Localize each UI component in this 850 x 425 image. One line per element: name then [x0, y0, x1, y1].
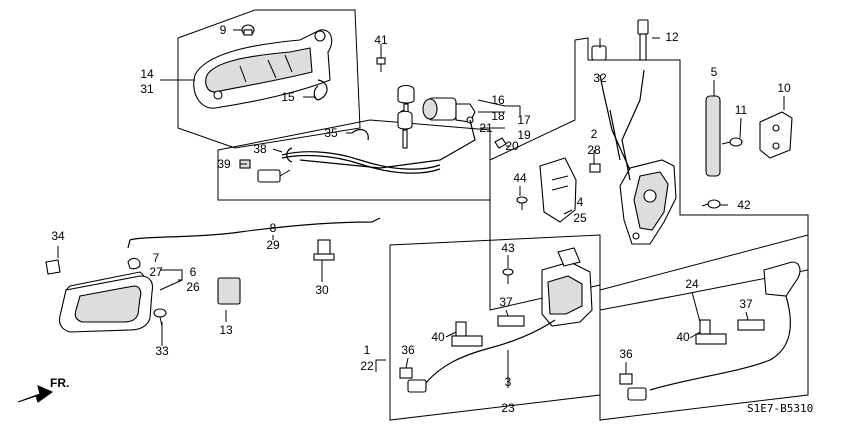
- frame-actuator-kit: [599, 234, 809, 421]
- part-20-clip: [494, 137, 507, 149]
- part-43-screw: [502, 268, 514, 284]
- callout-p27: 27: [149, 265, 163, 279]
- part-5-pad: [705, 95, 721, 177]
- part-2-clip: [589, 163, 601, 173]
- callout-p12: 12: [665, 30, 679, 44]
- inner-handle: [58, 271, 154, 333]
- callout-p35: 35: [324, 126, 338, 140]
- callout-p29: 29: [266, 238, 280, 252]
- part-35-clip: [351, 128, 369, 141]
- kit-harness: [649, 295, 791, 391]
- callout-p32: 32: [593, 71, 607, 85]
- callout-p11: 11: [735, 103, 748, 117]
- callout-p36b: 36: [619, 347, 633, 361]
- callout-p37b: 37: [739, 297, 753, 311]
- callout-p31: 31: [140, 82, 154, 96]
- callout-p36a: 36: [401, 343, 415, 357]
- callout-p39: 39: [217, 157, 231, 171]
- part-27-clip: [127, 257, 141, 270]
- part-42-bolt: [701, 199, 721, 209]
- part-36-clip-b: [619, 373, 633, 385]
- lock-actuator: [541, 247, 593, 327]
- actuator-kit: [763, 261, 801, 297]
- callout-p8: 8: [270, 221, 277, 235]
- part-40-clip-b: [695, 319, 727, 345]
- callout-p1: 1: [364, 343, 371, 357]
- part-36-clip-a: [399, 367, 413, 379]
- part-37-clip-b: [737, 319, 765, 331]
- callout-p25: 25: [573, 211, 587, 225]
- part-41-bolt: [376, 50, 386, 72]
- frame-outer-handle: [177, 9, 361, 149]
- part-34-clip: [45, 259, 61, 275]
- part-4-protector: [539, 157, 577, 223]
- callout-p33: 33: [155, 344, 169, 358]
- callout-p41: 41: [374, 33, 388, 47]
- callout-p42: 42: [737, 198, 751, 212]
- leader-lines: [57, 29, 785, 388]
- part-9-nut: [241, 24, 255, 36]
- actuator-harness: [424, 319, 556, 385]
- callout-p10: 10: [777, 81, 791, 95]
- callout-p18: 18: [491, 109, 505, 123]
- callout-p28: 28: [587, 143, 601, 157]
- callout-p37a: 37: [499, 295, 513, 309]
- part-13-cap: [217, 277, 241, 305]
- outer-handle: [193, 29, 333, 109]
- callout-p26: 26: [186, 280, 200, 294]
- part-32-knob: [591, 45, 607, 61]
- callout-p23: 23: [501, 401, 515, 415]
- callout-p21: 21: [479, 121, 493, 135]
- part-40-clip-a: [451, 321, 483, 347]
- callout-p40a: 40: [431, 330, 445, 344]
- lock-rods: [599, 69, 645, 181]
- kit-connector: [627, 387, 647, 401]
- part-15-clip: [313, 79, 328, 101]
- callout-p9: 9: [220, 23, 227, 37]
- callout-p14: 14: [140, 67, 154, 81]
- part-33-screw: [153, 308, 167, 327]
- part-44-screw: [516, 196, 528, 210]
- callout-p22: 22: [360, 359, 374, 373]
- callout-p30: 30: [315, 283, 329, 297]
- callout-p38: 38: [253, 142, 267, 156]
- callout-p44: 44: [513, 171, 527, 185]
- part-8-rod: [127, 217, 381, 249]
- callout-p43: 43: [501, 241, 515, 255]
- callout-p15: 15: [281, 90, 295, 104]
- callout-p40b: 40: [676, 330, 690, 344]
- callout-p5: 5: [711, 65, 718, 79]
- actuator-connector: [407, 379, 427, 393]
- callout-p6: 6: [190, 265, 197, 279]
- door-lock: [619, 159, 677, 245]
- diagram-code: S1E7-B5310: [747, 402, 813, 415]
- callout-p3: 3: [505, 375, 512, 389]
- front-direction-arrow: [17, 385, 54, 403]
- callout-p34: 34: [51, 229, 65, 243]
- front-direction-label: FR.: [50, 376, 69, 390]
- callout-p7: 7: [153, 251, 160, 265]
- callout-p4: 4: [577, 195, 584, 209]
- outer-handle-cable: [257, 147, 441, 183]
- callout-p2: 2: [591, 127, 598, 141]
- part-12-knob: [637, 19, 649, 61]
- callout-p20: 20: [505, 139, 519, 153]
- part-37-clip-a: [497, 315, 525, 327]
- callout-p17: 17: [517, 113, 531, 127]
- lock-cylinder: [422, 97, 476, 124]
- part-11-bolt: [721, 137, 743, 147]
- lock-rod-21: [299, 119, 476, 169]
- callout-p19: 19: [517, 128, 531, 142]
- part-30-clip: [313, 239, 335, 261]
- callout-p24: 24: [685, 277, 699, 291]
- part-10-striker: [759, 111, 793, 159]
- key: [397, 84, 415, 149]
- callout-p16: 16: [491, 93, 505, 107]
- callout-p13: 13: [219, 323, 233, 337]
